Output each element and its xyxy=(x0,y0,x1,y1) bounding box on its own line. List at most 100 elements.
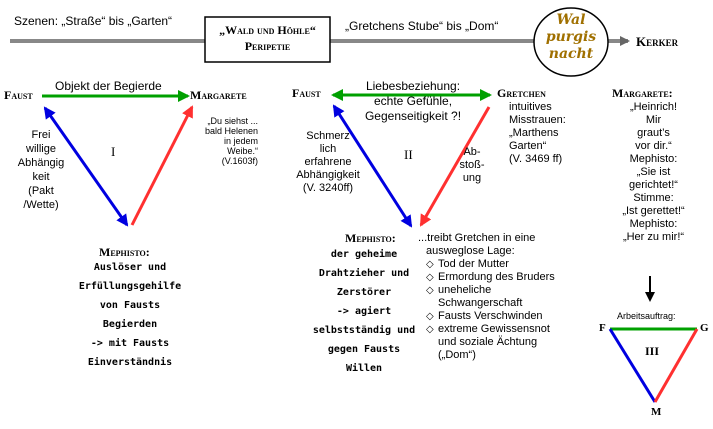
peripetie-box xyxy=(204,16,331,63)
t2-right-line-1: Ab- xyxy=(463,146,481,158)
kerker-line-5: Mephisto: xyxy=(629,153,678,165)
t2-right-edge-label: Ab- stoß- ung xyxy=(452,146,492,185)
t1-left-line-4: keit xyxy=(32,171,50,183)
walpurgis-line-1: Wal xyxy=(556,12,586,28)
t1-mephisto: Mephisto: xyxy=(99,245,150,259)
t2-situation-intro: ...treibt Gretchen in eine xyxy=(418,232,536,244)
t2-gretchen-line-1: intuitives xyxy=(509,101,552,113)
kerker-line-10: Mephisto: xyxy=(629,218,678,230)
t1-left-line-1: Frei xyxy=(31,129,51,141)
t2-left-edge-label: Schmerz lich erfahrene Abhängigkeit (V. … xyxy=(283,130,373,195)
t1-right-line-4: Weibe.“ xyxy=(227,146,258,156)
t2-left-line-4: Abhängigkeit xyxy=(296,169,360,181)
t1-right-line-1: „Du siehst ... xyxy=(207,116,258,126)
t2-top-line-3: Gegenseitigkeit ?! xyxy=(364,109,462,123)
list-item: Ermordung des Bruders xyxy=(426,271,558,284)
t3-g: G xyxy=(700,322,709,334)
t2-gretchen-line-4: Garten“ xyxy=(509,140,547,152)
t2-faust: Faust xyxy=(292,86,321,100)
kerker-dialogue: „Heinrich! Mir graut’s vor dir.“ Mephist… xyxy=(596,101,711,244)
t1-left-edge-label: Frei willige Abhängig keit (Pakt /Wette) xyxy=(12,128,70,212)
t2-gretchen-line-3: „Marthens xyxy=(509,127,559,139)
t2-gretchen: Gretchen xyxy=(497,86,546,100)
kerker-line-2: Mir xyxy=(645,114,662,126)
list-item: extreme Gewissensnot und soziale Ächtung… xyxy=(426,323,558,362)
t1-faust: Faust xyxy=(4,88,33,102)
t2-meph-line-1: der geheime xyxy=(330,249,398,260)
kerker-line-7: gerichtet!“ xyxy=(629,179,678,191)
kerker-line-3: graut’s xyxy=(637,127,670,139)
t3-red-edge xyxy=(653,328,699,403)
kerker-line-8: Stimme: xyxy=(633,192,674,204)
t1-margarete: Margarete xyxy=(190,88,247,102)
t1-blue-arrow xyxy=(43,106,129,227)
t2-top-line-1: Liebesbeziehung: xyxy=(365,79,461,93)
t1-right-edge-label: „Du siehst ... bald Helenen in jedem Wei… xyxy=(176,116,258,166)
walpurgis-line-2: purgis xyxy=(545,29,597,45)
t2-meph-line-5: selbstständig und xyxy=(312,325,416,336)
t2-top-line-2: echte Gefühle, xyxy=(373,94,453,108)
kerker-heading: Margarete: xyxy=(612,86,673,100)
kerker-line-9: „Ist gerettet!“ xyxy=(622,205,685,217)
t2-right-line-3: ung xyxy=(462,172,482,184)
t1-mephisto-desc: Auslöser und Erfüllungsgehilfe von Faust… xyxy=(60,258,200,372)
t2-left-line-5: (V. 3240ff) xyxy=(302,182,354,194)
walpurgis-circle xyxy=(533,7,609,77)
t1-meph-line-2: Erfüllungsgehilfe xyxy=(78,281,182,292)
t1-number: I xyxy=(111,144,116,159)
t3-number: III xyxy=(645,344,660,358)
t1-right-line-3: in jedem xyxy=(223,136,258,146)
t2-gretchen-desc: intuitives Misstrauen: „Marthens Garten“… xyxy=(509,101,566,166)
t2-red-arrow xyxy=(419,106,491,227)
scenes-label: Szenen: „Straße“ bis „Garten“ xyxy=(14,14,173,28)
t2-left-line-3: erfahrene xyxy=(304,156,352,168)
t1-left-line-5: (Pakt /Wette) xyxy=(23,185,59,211)
kerker-line-6: „Sie ist xyxy=(636,166,671,178)
peripetie-title: „Wald und Höhle“ xyxy=(219,23,316,37)
t2-left-line-2: lich xyxy=(319,143,337,155)
kerker-line-11: „Her zu mir!“ xyxy=(622,231,685,243)
t2-situation: ...treibt Gretchen in eine ausweglose La… xyxy=(418,232,558,362)
t2-situation-intro-2: ausweglose Lage: xyxy=(426,245,515,257)
t2-meph-line-6: gegen Fausts xyxy=(327,344,401,355)
kerker-label: Kerker xyxy=(636,34,679,49)
t2-blue-arrow xyxy=(332,104,413,228)
list-item: Tod der Mutter xyxy=(426,258,558,271)
t2-left-line-1: Schmerz xyxy=(306,130,350,142)
t3-label: Arbeitsauftrag: xyxy=(617,311,676,321)
t3-m: M xyxy=(651,406,662,418)
peripetie-subtitle: Peripetie xyxy=(244,39,291,53)
t1-left-line-2: willige xyxy=(26,143,56,155)
t1-left-line-3: Abhängig xyxy=(17,157,65,169)
t1-meph-line-1: Auslöser und xyxy=(93,262,167,273)
t1-meph-line-6: Einverständnis xyxy=(87,357,173,368)
t2-mephisto-desc: der geheime Drahtzieher und Zerstörer ->… xyxy=(300,245,428,378)
gretchen-scenes-label: „Gretchens Stube“ bis „Dom“ xyxy=(345,19,499,33)
t1-meph-line-4: Begierden xyxy=(102,319,158,330)
kerker-line-1: „Heinrich! xyxy=(629,101,678,113)
peripetie-text: „Wald und Höhle“ Peripetie xyxy=(205,22,330,54)
t1-top-edge-label: Objekt der Begierde xyxy=(55,79,162,93)
t2-meph-line-3: Zerstörer xyxy=(336,287,392,298)
t2-right-line-2: stoß- xyxy=(459,159,485,171)
t2-meph-line-4: -> agiert xyxy=(336,306,392,317)
list-item: Fausts Verschwinden xyxy=(426,310,558,323)
t2-meph-line-7: Willen xyxy=(345,363,383,374)
t2-top-edge-label: Liebesbeziehung: echte Gefühle, Gegensei… xyxy=(348,79,478,124)
t2-gretchen-line-2: Misstrauen: xyxy=(509,114,566,126)
kerker-line-4: vor dir.“ xyxy=(635,140,672,152)
t2-number: II xyxy=(404,147,413,162)
walpurgis-text: Wal purgis nacht xyxy=(534,12,608,63)
t3-blue-edge xyxy=(608,328,657,403)
t2-meph-line-2: Drahtzieher und xyxy=(318,268,410,279)
t3-f: F xyxy=(599,322,606,334)
walpurgis-line-3: nacht xyxy=(548,46,594,62)
t2-gretchen-line-5: (V. 3469 ff) xyxy=(509,153,563,165)
t2-situation-list: Tod der Mutter Ermordung des Bruders une… xyxy=(418,258,558,362)
t1-right-line-2: bald Helenen xyxy=(204,126,258,136)
t1-right-line-5: (V.1603f) xyxy=(221,156,258,166)
t2-mephisto: Mephisto: xyxy=(345,231,396,245)
list-item: uneheliche Schwangerschaft xyxy=(426,284,558,310)
t1-red-arrow xyxy=(130,105,194,226)
